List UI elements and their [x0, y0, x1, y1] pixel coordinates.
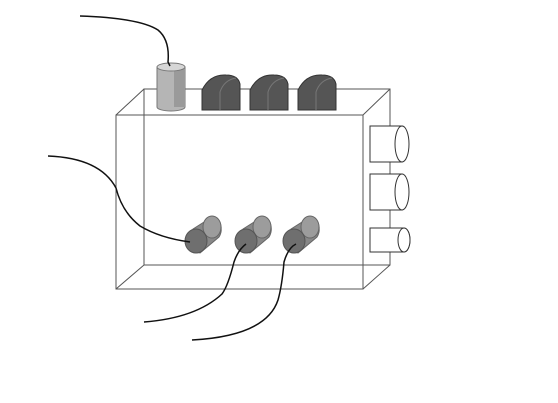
side-cylinder-1-end [394, 125, 410, 163]
side-cylinder-3 [369, 227, 411, 253]
top-blocks [201, 74, 337, 111]
top-block-3 [297, 74, 337, 111]
front-cylinder-3-face [282, 228, 306, 254]
side-cylinder-2-end [394, 173, 410, 211]
front-cylinders [184, 215, 320, 254]
sensor-cylinder-top [156, 62, 186, 72]
wire-sensor [79, 15, 171, 67]
top-block-1-highlight [219, 77, 237, 110]
side-cylinder-3-end [397, 227, 411, 253]
front-cylinder-2 [234, 215, 272, 254]
sensor-cylinder-shade [174, 67, 185, 107]
top-block-3-highlight [315, 77, 333, 110]
wire-bottom-2 [191, 243, 297, 341]
enclosure-top-left-edge [115, 88, 145, 116]
enclosure-front [115, 114, 364, 290]
side-cylinder-1 [369, 125, 410, 163]
top-block-2 [249, 74, 289, 111]
wire-left [47, 155, 191, 243]
front-cylinder-1-back [202, 215, 222, 239]
wires [47, 15, 297, 341]
front-cylinder-3-back [300, 215, 320, 239]
front-cylinder-3 [282, 215, 320, 254]
enclosure-bottom-left-edge [115, 264, 145, 290]
side-cylinders [369, 125, 411, 253]
top-block-1 [201, 74, 241, 111]
front-cylinder-1-face [184, 228, 208, 254]
front-cylinder-2-back [252, 215, 272, 239]
front-cylinder-2-face [234, 228, 258, 254]
front-cylinder-1 [184, 215, 222, 254]
side-cylinder-2 [369, 173, 410, 211]
enclosure-top-right-edge [362, 88, 391, 116]
enclosure-front-frame [115, 114, 364, 290]
enclosure-bottom-right-edge [362, 264, 391, 290]
wire-bottom-1 [143, 243, 247, 323]
enclosure-box [115, 88, 391, 290]
sensor-cylinder [156, 62, 186, 112]
top-block-2-highlight [267, 77, 285, 110]
